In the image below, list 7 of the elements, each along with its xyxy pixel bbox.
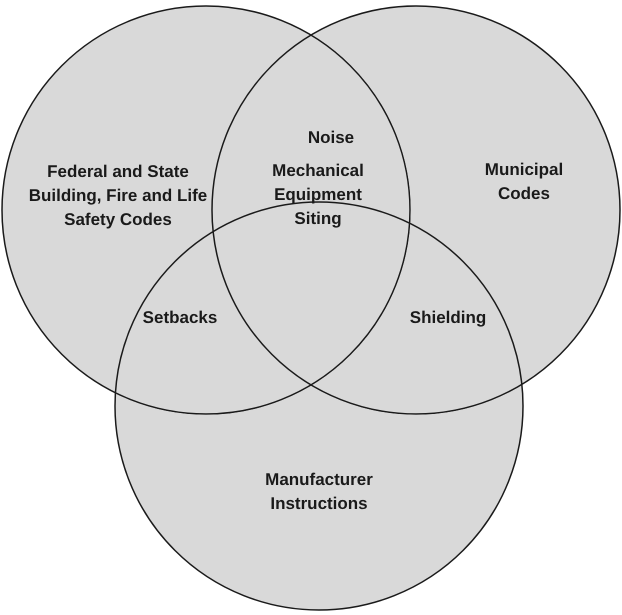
overlap-label: Setbacks [142, 307, 218, 329]
overlap-label: Shielding [408, 307, 488, 329]
overlap-label: Mechanical Equipment Siting [271, 160, 365, 230]
circle-label: Federal and State Building, Fire and Life Safety Codes [28, 161, 208, 231]
overlap-label: Noise [306, 127, 356, 149]
circle-label: Manufacturer Instructions [264, 469, 374, 515]
circle-label: Municipal Codes [484, 159, 564, 205]
